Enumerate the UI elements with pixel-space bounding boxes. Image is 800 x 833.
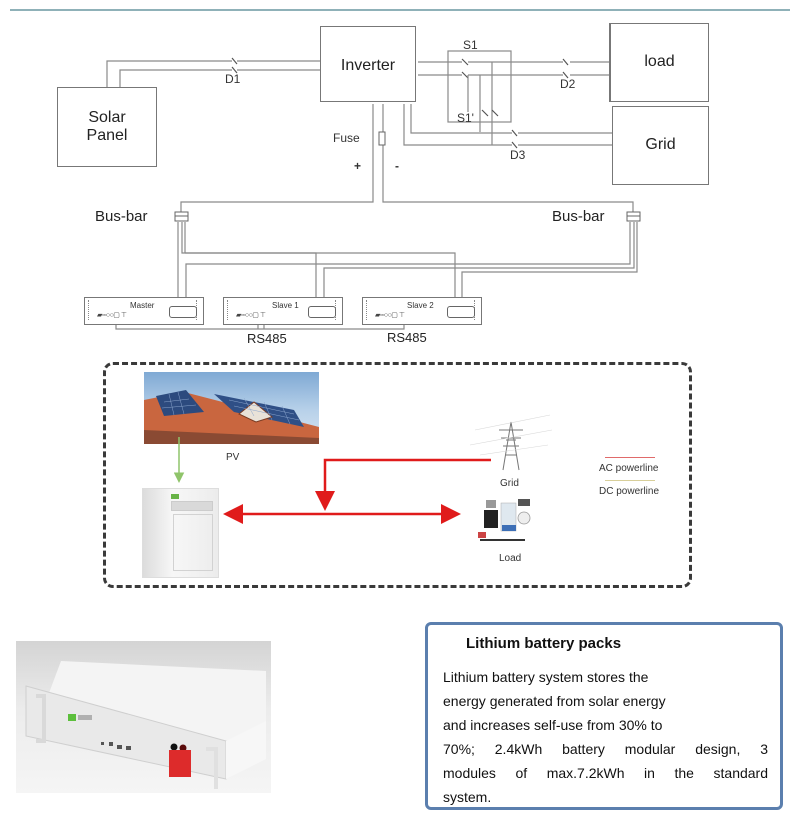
description-line: Lithium battery system stores the	[443, 669, 649, 685]
legend-dc-swatch	[605, 480, 655, 481]
switch-d2	[562, 58, 569, 79]
pv-rooftop-image	[144, 372, 319, 444]
description-line: and increases self-use from 30% to	[443, 717, 663, 733]
left-handle	[36, 694, 46, 743]
module-ports: ▰▫▫○○▢ ⊤	[97, 312, 127, 319]
wire-grid-n	[403, 104, 612, 146]
wire-dc-positive	[180, 104, 374, 212]
switch-s1-prime-label: S1'	[457, 111, 474, 125]
legend-dc-label: DC powerline	[599, 486, 660, 497]
wire-pv-positive	[106, 60, 320, 87]
wire-bus-master-b	[185, 222, 631, 305]
wire-dc-negative	[382, 104, 634, 212]
switch-d1	[231, 57, 238, 74]
wire-grid-l	[410, 104, 612, 134]
switch-d1-label: D1	[225, 72, 241, 86]
power-connector-icon	[308, 306, 336, 318]
cabinet-logo-icon	[171, 494, 179, 499]
product-title: Lithium battery packs	[466, 635, 622, 652]
pv-label: PV	[226, 452, 240, 463]
busbar-right-label: Bus-bar	[552, 208, 605, 225]
switch-s1-prime	[481, 109, 499, 117]
module-ports: ▰▫▫○○▢ ⊤	[375, 312, 405, 319]
grid-label: Grid	[645, 136, 676, 154]
switch-s1	[461, 58, 469, 79]
load-box: load	[609, 23, 709, 102]
grid-box: Grid	[612, 106, 709, 185]
wire-bus-slave1-b	[323, 222, 635, 305]
description-line: 70%; 2.4kWh battery modular design, 3	[443, 741, 768, 757]
grid-overview-label: Grid	[500, 478, 519, 489]
module-name: Slave 1	[272, 301, 299, 310]
fuse-label: Fuse	[333, 131, 360, 145]
positive-terminal-label: +	[354, 159, 362, 173]
load-label: load	[644, 53, 675, 71]
load-overview-label: Load	[499, 553, 522, 564]
battery-rack-photo	[16, 641, 271, 793]
negative-terminal-label: -	[395, 159, 399, 173]
header-divider	[10, 9, 790, 11]
red-terminal-cover	[169, 750, 191, 777]
rack-battery-icon	[25, 661, 266, 789]
fuse-icon	[378, 131, 386, 146]
description-line: system.	[443, 789, 492, 805]
busbar-left-label: Bus-bar	[95, 208, 148, 225]
rs485-label-2: RS485	[387, 330, 427, 345]
system-overview-frame	[103, 362, 692, 588]
wire-bus-slave2-a	[185, 252, 456, 305]
brand-logo-icon	[68, 714, 76, 721]
solar-panel-label: Solar Panel	[86, 108, 128, 144]
solar-roof-icon	[144, 390, 319, 444]
cabinet-vent	[171, 501, 213, 511]
wire-pv-negative	[119, 69, 320, 87]
inverter-box: Inverter	[320, 26, 416, 102]
power-connector-icon	[169, 306, 197, 318]
battery-module-master: Master ▰▫▫○○▢ ⊤	[84, 297, 204, 325]
module-name: Slave 2	[407, 301, 434, 310]
legend-ac-swatch	[605, 457, 655, 458]
cabinet-door	[173, 514, 213, 571]
description-line: energy generated from solar energy	[443, 693, 666, 709]
power-connector-icon	[447, 306, 475, 318]
solar-panel-box: Solar Panel	[57, 87, 157, 167]
wire-bus-slave2-b	[461, 222, 638, 305]
switch-d3	[511, 129, 518, 149]
module-name: Master	[130, 301, 155, 310]
description-line: modules of max.7.2kWh in the standard	[443, 765, 768, 781]
battery-module-slave-1: Slave 1 ▰▫▫○○▢ ⊤	[223, 297, 343, 325]
rs485-label-1: RS485	[247, 331, 287, 346]
product-info-card: Lithium battery packs Lithium battery sy…	[425, 622, 783, 810]
legend-ac-label: AC powerline	[599, 463, 659, 474]
module-ports: ▰▫▫○○▢ ⊤	[236, 312, 266, 319]
right-handle	[206, 747, 218, 789]
switch-s1-label: S1	[463, 38, 478, 52]
switch-d2-label: D2	[560, 77, 576, 91]
product-description: Lithium battery system stores the energy…	[443, 665, 768, 809]
battery-cabinet-image	[142, 488, 219, 578]
inverter-label: Inverter	[340, 57, 396, 74]
wire-s1-drops	[467, 62, 493, 145]
battery-module-slave-2: Slave 2 ▰▫▫○○▢ ⊤	[362, 297, 482, 325]
switch-d3-label: D3	[510, 148, 526, 162]
